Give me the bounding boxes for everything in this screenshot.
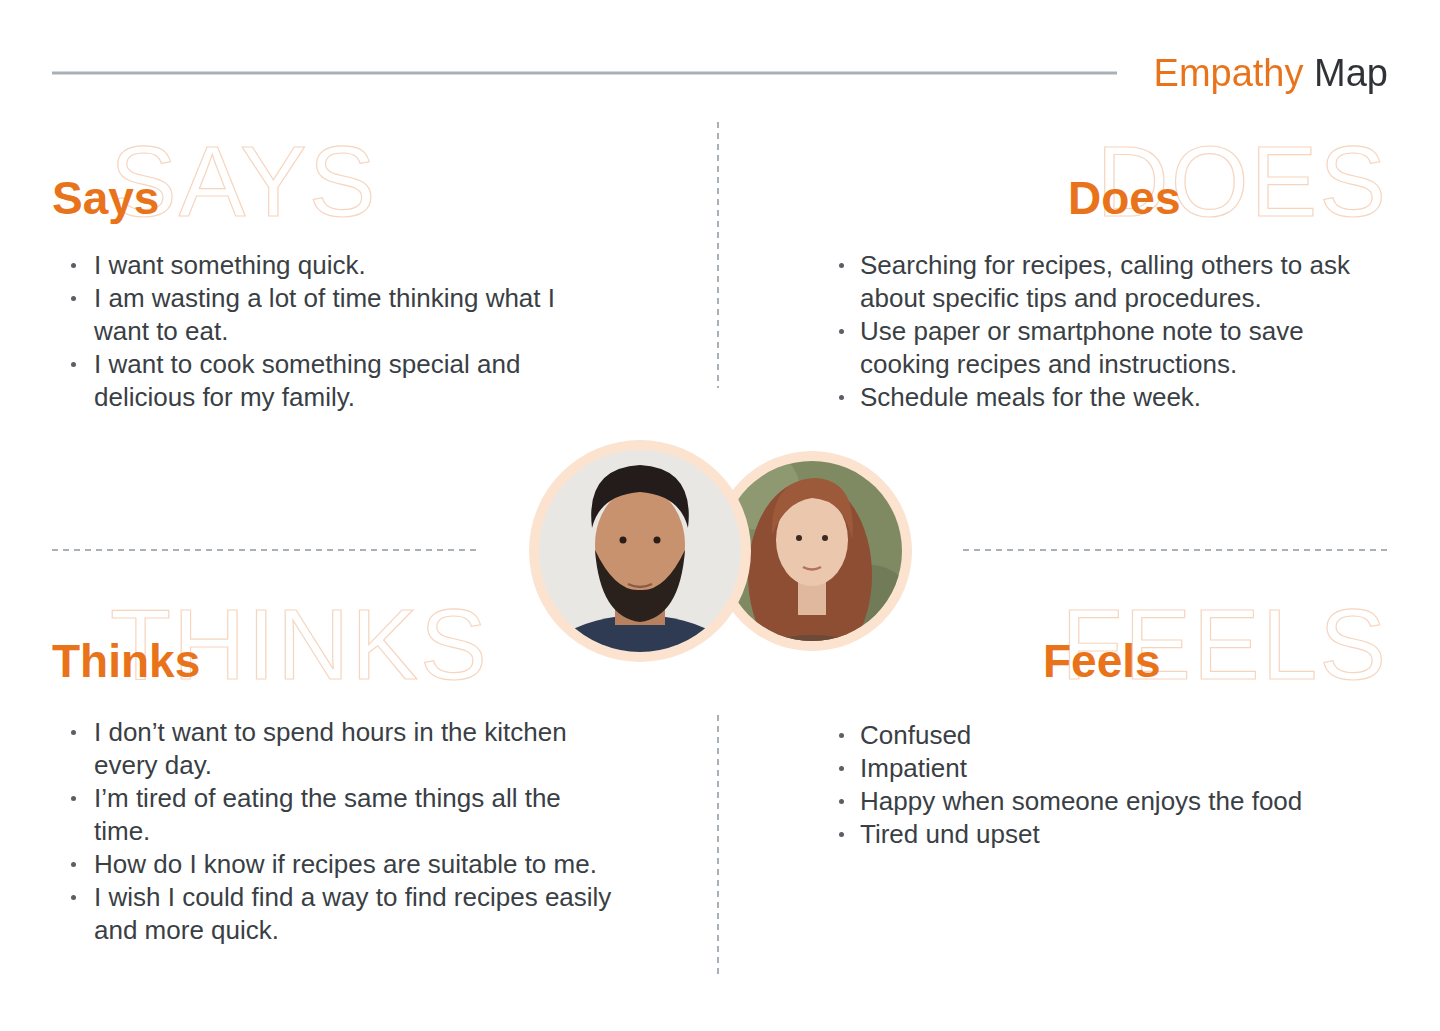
bullet-item: Use paper or smartphone note to save coo… [838,315,1388,381]
bullet-list: Searching for recipes, calling others to… [838,249,1388,414]
quadrant-heading: Says [52,170,159,226]
bullet-item: I’m tired of eating the same things all … [70,782,614,848]
bullet-list: ConfusedImpatientHappy when someone enjo… [838,719,1388,851]
bullet-item: I wish I could find a way to find recipe… [70,881,614,947]
bullet-list: I don’t want to spend hours in the kitch… [70,716,614,947]
quadrant: DoesSearching for recipes, calling other… [838,170,1388,414]
divider [717,122,719,388]
bullet-item: I am wasting a lot of time thinking what… [70,282,614,348]
quadrant: Says I want something quick.I am wasting … [52,170,614,414]
quadrant-heading: Feels [1043,633,1161,689]
bullet-list: I want something quick.I am wasting a lo… [70,249,614,414]
title-rule [52,72,1117,75]
avatar-woman [712,450,915,745]
bullet-item: How do I know if recipes are suitable to… [70,848,614,881]
bullet-item: Confused [838,719,1388,752]
bullet-item: Searching for recipes, calling others to… [838,249,1388,315]
avatar-man [525,440,755,765]
bullet-item: I don’t want to spend hours in the kitch… [70,716,614,782]
divider [52,549,477,551]
quadrant-heading: Thinks [52,633,200,689]
bullet-item: I want to cook something special and del… [70,348,614,414]
bullet-item: I want something quick. [70,249,614,282]
divider [963,549,1388,551]
bullet-item: Schedule meals for the week. [838,381,1388,414]
map-title: Empathy Map [1154,50,1388,96]
bullet-item: Tired und upset [838,818,1388,851]
bullet-item: Happy when someone enjoys the food [838,785,1388,818]
quadrant: FeelsConfusedImpatientHappy when someone… [838,633,1388,851]
divider [717,715,719,977]
bullet-item: Impatient [838,752,1388,785]
quadrant: Thinks I don’t want to spend hours in the… [52,633,614,947]
quadrant-heading: Does [1068,170,1180,226]
